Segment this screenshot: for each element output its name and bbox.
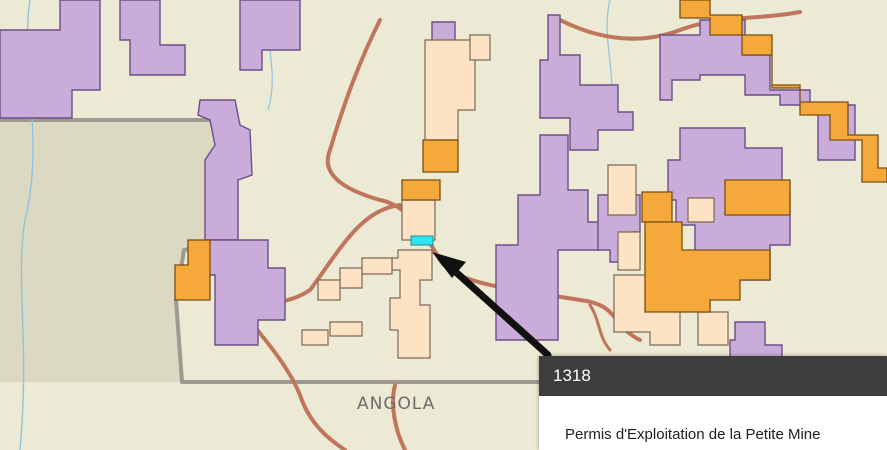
popup-description: Permis d'Exploitation de la Petite Mine [565,426,821,443]
license-area-peach[interactable] [329,321,363,337]
feature-popup[interactable]: 1318 Permis d'Exploitation de la Petite … [539,356,887,450]
license-area-peach[interactable] [301,329,329,346]
license-area-purple[interactable] [659,19,811,106]
arrow-pointer-icon [432,252,552,359]
license-layer-peach [301,34,729,359]
popup-title: 1318 [553,366,591,385]
license-area-orange[interactable] [401,179,441,201]
popup-body: Permis d'Exploitation de la Petite Mine [539,396,887,443]
license-area-orange[interactable] [422,139,459,173]
license-area-peach[interactable] [617,231,641,271]
license-area-purple[interactable] [204,239,286,346]
license-area-peach[interactable] [687,197,715,223]
license-area-peach[interactable] [697,311,729,346]
country-label: ANGOLA [357,394,436,414]
license-area-peach[interactable] [607,164,637,216]
license-area-orange[interactable] [641,191,673,223]
road [391,383,407,450]
license-layer-orange [174,0,887,313]
license-area-purple[interactable] [119,0,186,76]
popup-header: 1318 [539,356,887,396]
license-area-purple[interactable] [495,134,601,341]
road [558,10,802,41]
license-area-purple[interactable] [431,21,456,43]
license-area-peach[interactable] [339,267,363,289]
license-area-peach[interactable] [317,279,341,301]
license-area-peach[interactable] [401,199,436,241]
selected-parcel[interactable] [410,235,434,246]
road [588,303,612,352]
license-area-orange[interactable] [724,179,791,216]
road [243,313,347,450]
license-area-peach[interactable] [469,34,491,61]
license-area-orange[interactable] [174,239,211,301]
license-layer-purple [0,0,856,371]
outside-region [0,118,232,382]
license-area-orange[interactable] [644,221,771,313]
license-area-orange[interactable] [679,0,887,183]
license-area-purple[interactable] [0,0,101,119]
license-area-purple[interactable] [539,14,634,151]
license-area-peach[interactable] [361,257,393,275]
license-area-purple[interactable] [239,0,301,71]
